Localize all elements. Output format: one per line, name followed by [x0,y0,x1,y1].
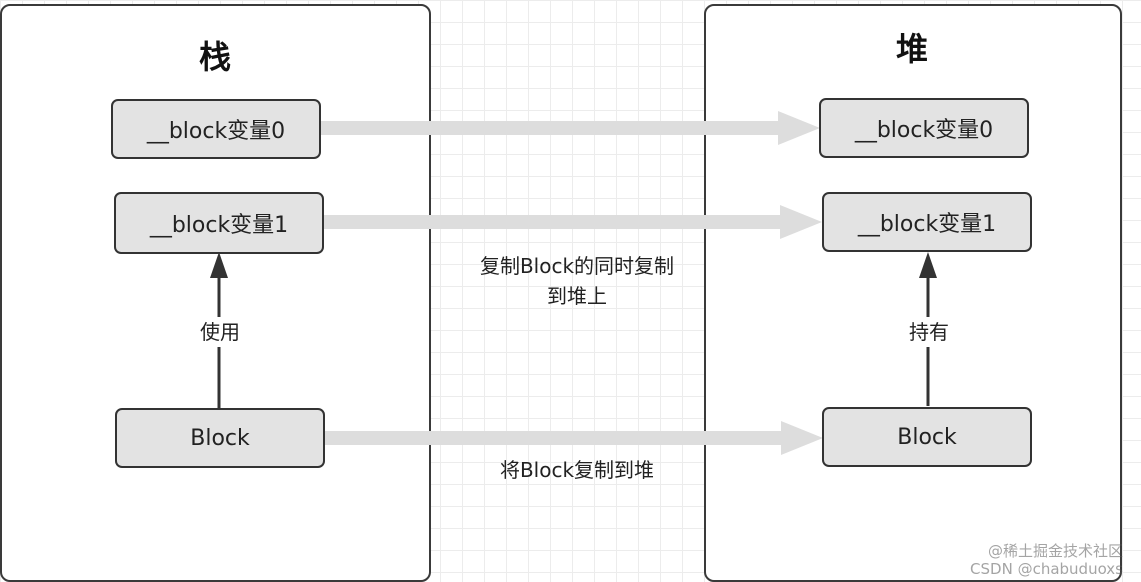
stack-block-var1-box: __block变量1 [114,192,324,254]
transfer-arrow-var1 [322,205,822,239]
heap-block-var1-box: __block变量1 [822,192,1032,252]
watermark-line-1: @稀土掘金技术社区 [987,542,1123,560]
transfer-arrow-var0 [320,111,820,145]
heap-block-var0-box: __block变量0 [819,98,1029,158]
watermark-line-2: CSDN @chabuduoxs [970,560,1123,578]
copy-block-label: 将Block复制到堆 [499,458,655,482]
stack-block-var0-box: __block变量0 [111,99,321,159]
transfer-arrow-block [323,421,823,455]
stack-title: 栈 [198,38,232,76]
hold-label: 持有 [905,317,953,347]
copy-both-label: 复制Block的同时复制到堆上 [479,254,675,308]
heap-title: 堆 [895,30,929,68]
watermark: @稀土掘金技术社区 CSDN @chabuduoxs [970,542,1123,578]
stack-block-box: Block [115,408,325,468]
heap-block-box: Block [822,407,1032,467]
use-label: 使用 [196,317,244,347]
